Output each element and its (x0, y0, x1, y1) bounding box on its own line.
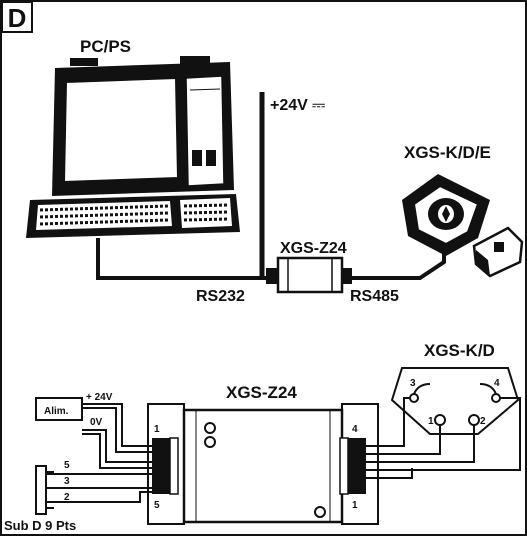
subd-wire-2 (46, 491, 152, 503)
device-wire-4 (366, 397, 521, 471)
panel-letter-box (1, 1, 33, 33)
left-terminal-top: 1 (154, 424, 160, 435)
pc-label: PC/PS (80, 37, 131, 56)
rs485-label: RS485 (350, 288, 399, 305)
power-supply-label: Alim. (44, 406, 69, 417)
top-device-illustration (402, 174, 524, 278)
device-wire-1 (366, 425, 441, 455)
bottom-device-symbol (390, 367, 520, 435)
device-wire-3 (366, 397, 410, 447)
panel-letter: D (8, 3, 27, 33)
plus-24v-wire (82, 403, 152, 447)
dev-pin-3: 3 (410, 378, 416, 389)
zero-v-wire (82, 429, 152, 463)
bottom-device-label: XGS-K/D (424, 341, 495, 360)
top-device-label: XGS-K/D/E (404, 143, 491, 162)
device-wire-5 (366, 468, 413, 479)
zero-v-wire-2 (82, 433, 152, 469)
bottom-converter (147, 403, 379, 525)
pc-illustration (26, 56, 240, 238)
rs232-cable (96, 238, 266, 280)
subd-pin-2: 2 (64, 492, 70, 503)
bottom-converter-label: XGS-Z24 (226, 383, 297, 402)
dev-pin-4: 4 (494, 378, 500, 389)
subd-pin-3: 3 (64, 476, 70, 487)
top-converter (266, 256, 352, 294)
dev-pin-1: 1 (428, 416, 434, 427)
subd-pin-5: 5 (64, 460, 70, 471)
rs232-label: RS232 (196, 288, 245, 305)
right-terminal-top: 4 (352, 424, 358, 435)
connector-label: Sub D 9 Pts (4, 518, 76, 533)
power-label: +24V ⎓ (270, 97, 325, 114)
sub-d-connector (35, 465, 54, 515)
plus-24v-wire-2 (82, 407, 152, 453)
dev-pin-2: 2 (480, 416, 486, 427)
device-wire-2 (366, 425, 475, 463)
top-converter-label: XGS-Z24 (280, 240, 347, 257)
plus-24v-label: + 24V (86, 392, 113, 403)
right-terminal-bottom: 1 (352, 500, 358, 511)
rs485-cable (352, 248, 446, 280)
zero-v-label: 0V (90, 417, 103, 428)
left-terminal-bottom: 5 (154, 500, 160, 511)
